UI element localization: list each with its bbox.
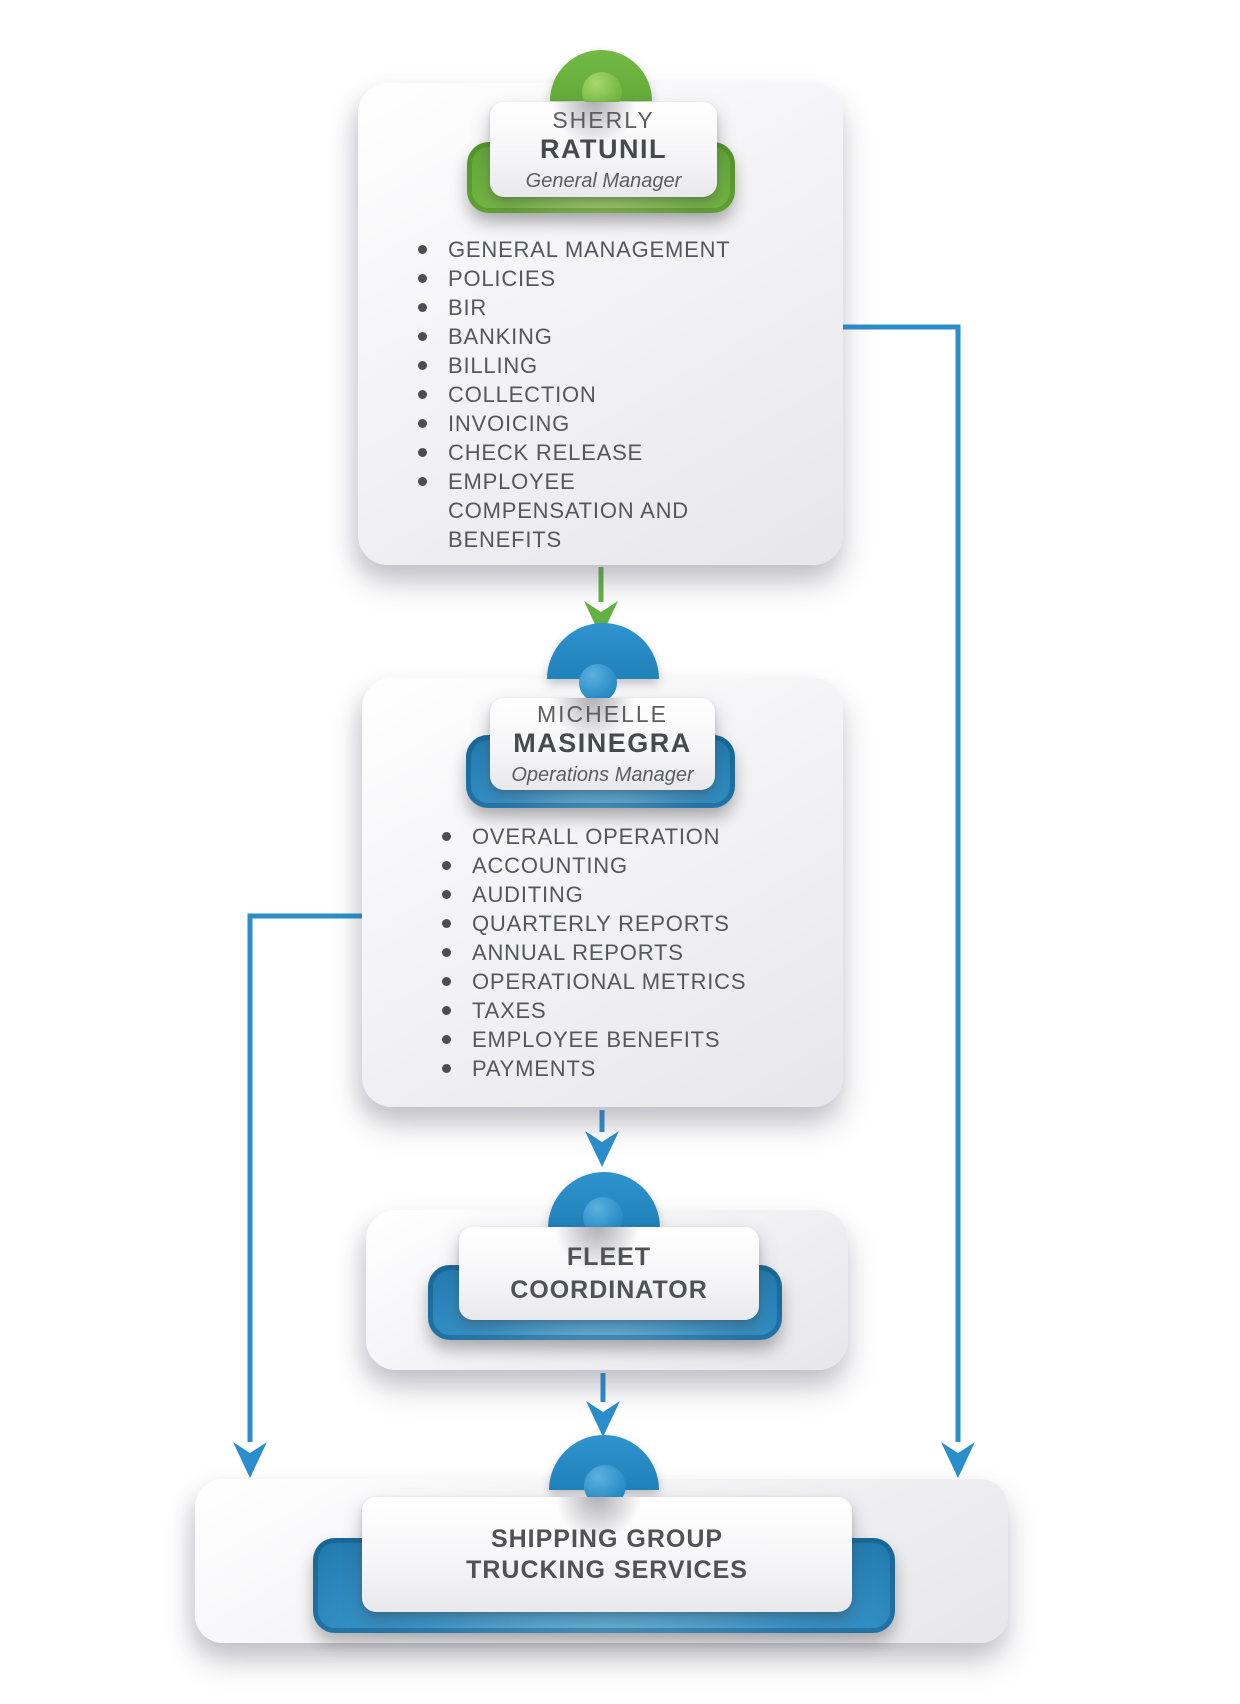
- duty-item: ANNUAL REPORTS: [434, 938, 824, 967]
- duty-item: INVOICING: [410, 409, 758, 438]
- duty-item: ACCOUNTING: [434, 851, 824, 880]
- duty-item: OPERATIONAL METRICS: [434, 967, 824, 996]
- duty-item: PAYMENTS: [434, 1054, 824, 1083]
- pin-shadow: [549, 102, 639, 148]
- arrowhead-om-to-sg: [233, 1442, 267, 1478]
- duty-item: BILLING: [410, 351, 758, 380]
- duty-item: TAXES: [434, 996, 824, 1025]
- connector-gm-to-sg: [843, 324, 961, 1442]
- node-title-line: FLEET: [566, 1242, 652, 1271]
- duty-item: POLICIES: [410, 264, 758, 293]
- connector-om-to-sg: [247, 913, 362, 1442]
- person-first-name: MICHELLE: [536, 701, 669, 727]
- name-plate-general-manager: SHERLY RATUNIL General Manager: [490, 102, 717, 197]
- node-title-line: COORDINATOR: [510, 1275, 708, 1304]
- duty-item: BIR: [410, 293, 758, 322]
- person-role: General Manager: [525, 169, 682, 192]
- duty-item: OVERALL OPERATION: [434, 822, 824, 851]
- name-plate-operations-manager: MICHELLE MASINEGRA Operations Manager: [490, 698, 715, 790]
- pin-shadow: [553, 1497, 643, 1543]
- person-role: Operations Manager: [511, 764, 694, 786]
- person-first-name: SHERLY: [552, 106, 655, 133]
- duty-item: QUARTERLY REPORTS: [434, 909, 824, 938]
- duty-item: BANKING: [410, 322, 758, 351]
- duty-item: EMPLOYEE COMPENSATION AND BENEFITS: [410, 467, 758, 554]
- duty-item: EMPLOYEE BENEFITS: [434, 1025, 824, 1054]
- duty-item: AUDITING: [434, 880, 824, 909]
- pin-shadow: [547, 698, 637, 744]
- node-title-line: SHIPPING GROUP: [490, 1524, 724, 1553]
- pin-shadow: [552, 1227, 642, 1273]
- arrowhead-gm-to-sg: [941, 1442, 975, 1478]
- duty-item: COLLECTION: [410, 380, 758, 409]
- arrowhead-fc-to-sg: [586, 1401, 620, 1437]
- person-last-name: RATUNIL: [540, 133, 667, 164]
- duty-item: GENERAL MANAGEMENT: [410, 235, 758, 264]
- arrowhead-om-to-fc: [585, 1131, 619, 1167]
- name-plate-fleet-coordinator: FLEET COORDINATOR: [459, 1227, 759, 1320]
- pin-knob-icon: [579, 664, 617, 702]
- node-title-line: TRUCKING SERVICES: [466, 1555, 748, 1584]
- duty-item: CHECK RELEASE: [410, 438, 758, 467]
- name-plate-shipping-group: SHIPPING GROUP TRUCKING SERVICES: [362, 1497, 852, 1612]
- person-last-name: MASINEGRA: [513, 728, 692, 758]
